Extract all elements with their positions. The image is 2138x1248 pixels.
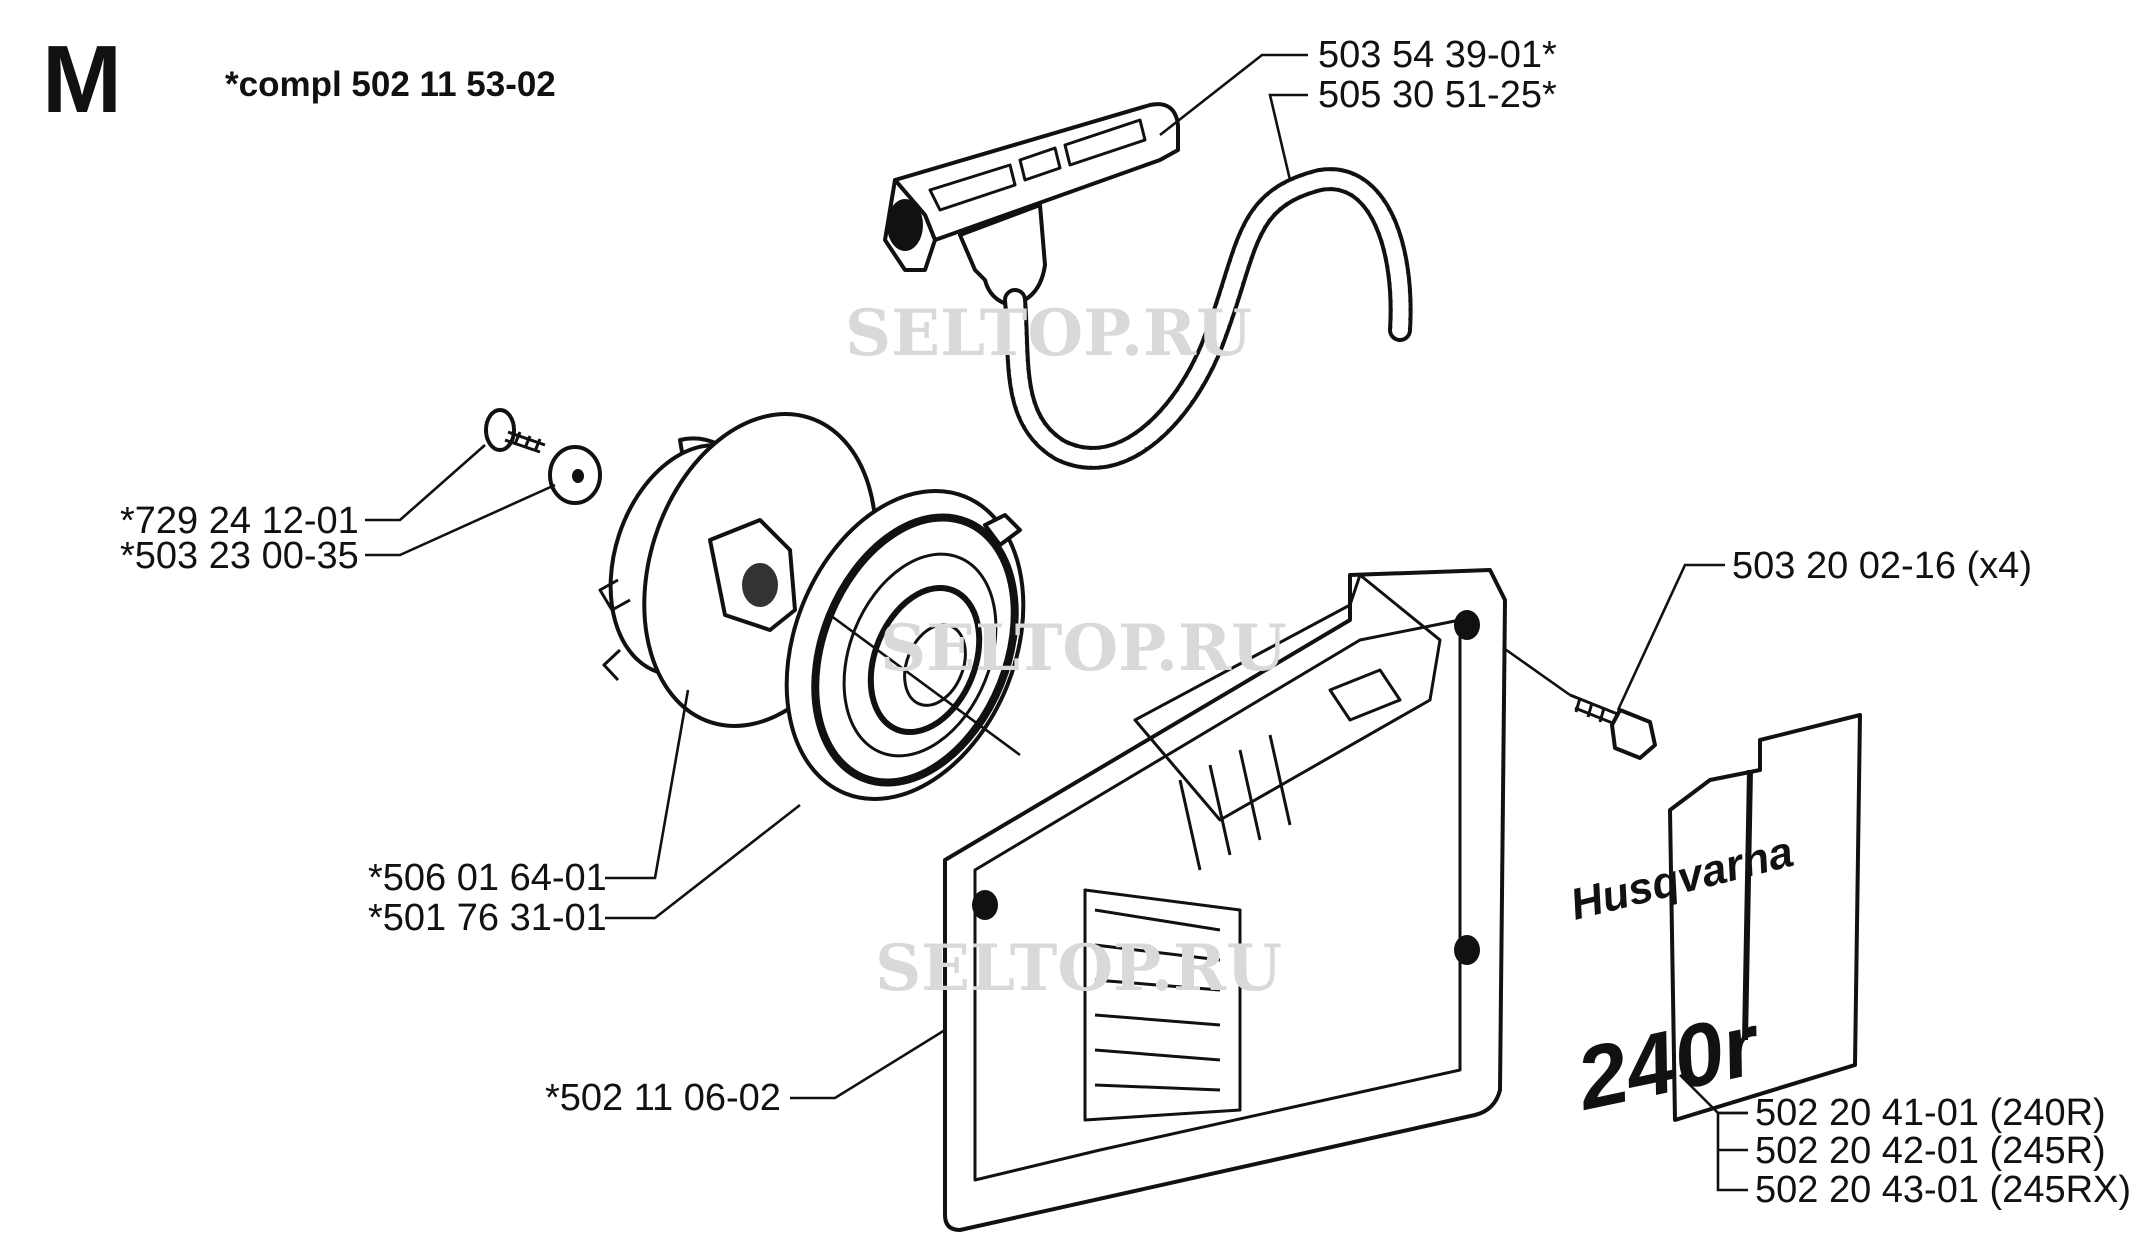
screw (484, 408, 546, 454)
starter-housing (943, 568, 1507, 1232)
leader-lines (365, 53, 1748, 1192)
watermark: SELTOP.RU (875, 931, 1282, 1006)
label-bolt: 503 20 02-16 (x4) (1732, 545, 2032, 587)
starter-cord (1003, 167, 1413, 470)
starter-handle (883, 102, 1180, 307)
label-decal-245rx: 502 20 43-01 (245RX) (1755, 1169, 2131, 1211)
label-screw: *729 24 12-01 (120, 500, 359, 542)
label-spring: *501 76 31-01 (368, 897, 607, 939)
recoil-spring (784, 489, 1026, 801)
label-decal-240r: 502 20 41-01 (240R) (1755, 1092, 2106, 1134)
label-pulley: *506 01 64-01 (368, 857, 607, 899)
watermark: SELTOP.RU (880, 611, 1287, 686)
label-cord: 505 30 51-25* (1318, 74, 1557, 116)
assembly-note: *compl 502 11 53-02 (225, 65, 556, 104)
label-handle: 503 54 39-01* (1318, 34, 1557, 76)
label-housing: *502 11 06-02 (545, 1077, 781, 1119)
washer (548, 445, 602, 505)
section-letter: M (42, 26, 122, 133)
decal: Husqvarna 240r (1566, 713, 1862, 1129)
label-washer: *503 23 00-35 (120, 535, 359, 577)
label-decal-245r: 502 20 42-01 (245R) (1755, 1130, 2106, 1172)
decal-model: 240r (1566, 993, 1770, 1129)
watermark: SELTOP.RU (845, 296, 1252, 371)
